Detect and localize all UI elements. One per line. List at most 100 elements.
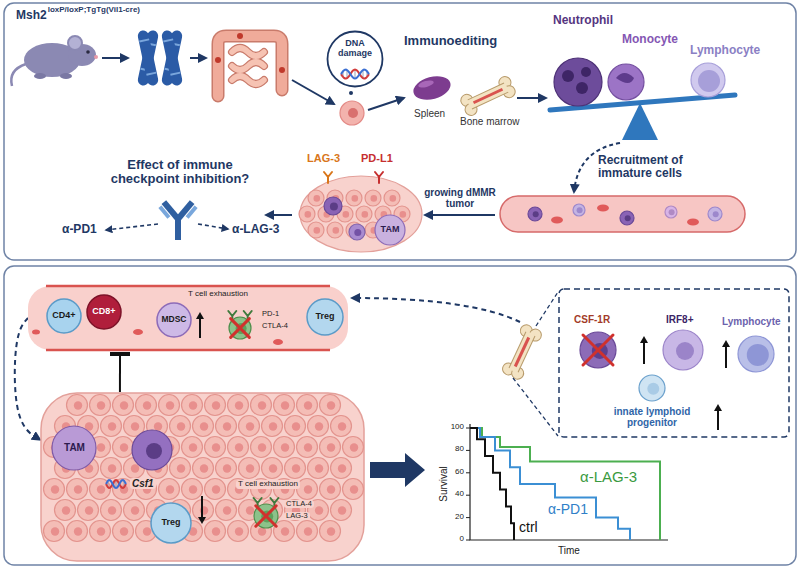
node-shape — [212, 485, 220, 493]
node-shape — [299, 206, 315, 222]
node-shape — [274, 395, 295, 416]
bone — [459, 75, 517, 118]
bone — [509, 331, 536, 373]
node-shape — [205, 437, 226, 458]
spleen — [411, 72, 453, 103]
node-shape — [390, 195, 397, 202]
node-shape — [205, 395, 226, 416]
tumor: LAG-3PD-L1TAM — [295, 150, 425, 254]
mobilisation-arrow — [352, 298, 520, 322]
node-shape — [90, 395, 111, 416]
node-shape — [201, 496, 203, 519]
node-shape — [292, 464, 300, 472]
outcome-arrow — [370, 453, 425, 487]
bone-marrow-box: CSF-1RIRF8+Lymphocyteinnate lymphoid pro… — [558, 288, 790, 438]
node-shape — [262, 458, 283, 479]
bone — [467, 83, 509, 110]
axis-tick: 0 — [460, 535, 464, 544]
intestine — [279, 67, 285, 73]
node-shape — [331, 500, 352, 521]
node-shape — [500, 196, 745, 232]
node-shape — [314, 227, 321, 234]
mouse-illustration — [94, 55, 98, 59]
node-shape — [331, 458, 352, 479]
node-shape — [151, 503, 191, 543]
node-shape — [747, 344, 769, 366]
damaged-cell — [340, 91, 364, 125]
node-shape — [665, 206, 677, 218]
node-shape — [154, 422, 162, 430]
node-text: CTLA-4 — [260, 322, 290, 330]
node-shape — [281, 443, 289, 451]
node-shape — [87, 295, 121, 329]
node-text: CTLA-4 — [284, 500, 314, 508]
connector — [119, 354, 121, 392]
node-shape — [262, 416, 283, 437]
node-shape — [365, 190, 381, 206]
cell-circle: MDSC — [156, 302, 192, 338]
node-shape — [299, 172, 422, 252]
node-shape — [304, 527, 312, 535]
antibody — [158, 205, 170, 218]
node-shape — [67, 395, 88, 416]
node-shape — [375, 172, 383, 183]
node-shape — [106, 480, 126, 488]
cell-label: Neutrophil — [553, 14, 613, 27]
node-shape — [708, 207, 722, 221]
flow-arrow — [368, 98, 404, 110]
node-shape — [166, 485, 174, 493]
node-shape — [251, 437, 272, 458]
seesaw — [554, 58, 602, 106]
node-shape — [200, 464, 208, 472]
node-shape — [235, 443, 243, 451]
connector — [425, 214, 495, 216]
node-shape — [246, 464, 254, 472]
node-shape — [199, 317, 201, 338]
seesaw — [562, 70, 574, 82]
node-shape — [307, 299, 343, 335]
node-shape — [676, 342, 694, 360]
node-shape — [320, 437, 341, 458]
intestine — [215, 33, 285, 96]
node-shape — [256, 506, 276, 526]
node-shape — [258, 443, 266, 451]
seesaw — [581, 67, 591, 77]
node-shape — [328, 32, 383, 87]
axis-tick: 20 — [455, 513, 464, 522]
node-shape — [327, 401, 335, 409]
node-shape — [228, 521, 249, 542]
node-shape — [108, 506, 116, 514]
node-shape — [308, 222, 324, 238]
node-shape — [101, 458, 122, 479]
seesaw — [608, 64, 644, 100]
node-shape — [189, 485, 197, 493]
node-shape — [304, 443, 312, 451]
node-text: CSF-1R — [574, 314, 610, 325]
chromosomes — [137, 29, 183, 86]
mouse-illustration — [11, 64, 26, 86]
node-shape — [67, 521, 88, 542]
axis-title: Survival — [438, 466, 449, 502]
node-text: LAG-3 — [307, 152, 340, 164]
node-shape — [97, 527, 105, 535]
node-shape — [362, 211, 369, 218]
node-shape — [639, 375, 665, 401]
node-shape — [315, 464, 323, 472]
node-shape — [193, 458, 214, 479]
node-shape — [308, 416, 329, 437]
chromosomes — [161, 29, 183, 86]
node-shape — [343, 437, 364, 458]
node-shape — [46, 349, 330, 352]
node-shape — [285, 458, 306, 479]
node-shape — [41, 393, 364, 561]
node-shape — [314, 195, 321, 202]
chromosomes — [161, 29, 183, 86]
node-shape — [273, 339, 283, 345]
bone — [515, 337, 529, 366]
node-shape — [327, 222, 343, 238]
node-shape — [643, 341, 645, 364]
node-text: CD4+ — [52, 311, 75, 321]
zoom-line — [513, 292, 558, 436]
node-shape — [170, 458, 191, 479]
antibody — [176, 200, 199, 224]
